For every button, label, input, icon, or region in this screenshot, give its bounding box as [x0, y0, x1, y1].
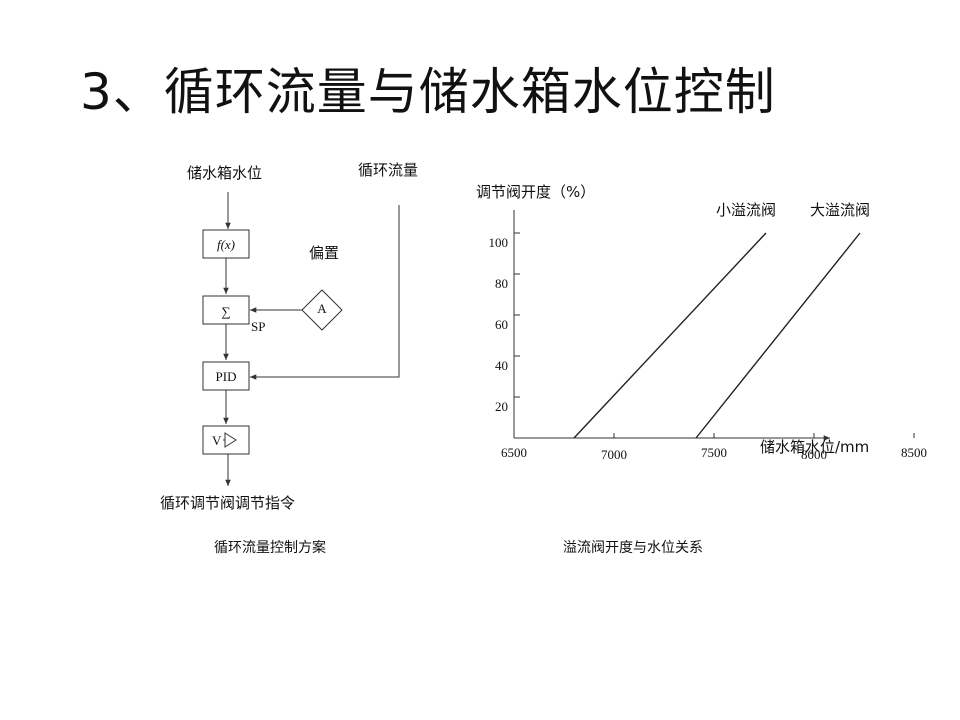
- flow-to-pid-arrow: [250, 205, 400, 380]
- slide-title: 3、循环流量与储水箱水位控制: [80, 63, 776, 121]
- series-line-1: [573, 232, 767, 439]
- y-tick-label: 100: [489, 235, 509, 250]
- control-scheme-diagram: 储水箱水位 循环流量 f(x) 偏置 ∑ SP A PID V 循环调节阀调节指…: [160, 161, 418, 556]
- y-tick-label: 80: [495, 276, 508, 291]
- v-block: [202, 425, 250, 455]
- pid-block-label: PID: [216, 369, 237, 384]
- x-tick-label: 7500: [701, 445, 727, 460]
- input-flow-label: 循环流量: [358, 161, 418, 179]
- series-line-2: [695, 232, 861, 439]
- control-scheme-caption: 循环流量控制方案: [214, 539, 326, 556]
- input-level-label: 储水箱水位: [187, 164, 262, 182]
- bias-diamond-block: [301, 289, 343, 331]
- y-tick-label: 60: [495, 317, 508, 332]
- fx-block-label: f(x): [217, 237, 235, 252]
- valve-opening-chart: 调节阀开度（%） 20 40 60 80 100 6500 7000 7500 8000 8500…: [476, 183, 927, 556]
- output-label: 循环调节阀调节指令: [160, 494, 295, 512]
- chart-caption: 溢流阀开度与水位关系: [563, 540, 703, 556]
- pid-block: [202, 361, 250, 391]
- series-label-1: 小溢流阀: [716, 201, 776, 219]
- chart-ylabel: 调节阀开度（%）: [476, 183, 595, 201]
- x-tick-label: 8000: [801, 447, 827, 462]
- bias-label: 偏置: [309, 244, 339, 262]
- x-tick-label: 7000: [601, 447, 627, 462]
- series-label-2: 大溢流阀: [810, 201, 870, 219]
- sp-label: SP: [251, 319, 265, 334]
- chart-xlabel: 储水箱水位/mm: [760, 438, 869, 456]
- v-block-label: V: [212, 433, 222, 448]
- fx-block: [202, 229, 250, 259]
- bias-block-label: A: [317, 301, 327, 316]
- y-tick-label: 20: [495, 399, 508, 414]
- x-tick-label: 6500: [501, 445, 527, 460]
- chart-ticks: 20 40 60 80 100 6500 7000 7500 8000 8500: [489, 232, 927, 462]
- chart-series: 小溢流阀 大溢流阀: [573, 201, 870, 439]
- sum-block-label: ∑: [221, 304, 230, 319]
- y-tick-label: 40: [495, 358, 508, 373]
- x-tick-label: 8500: [901, 445, 927, 460]
